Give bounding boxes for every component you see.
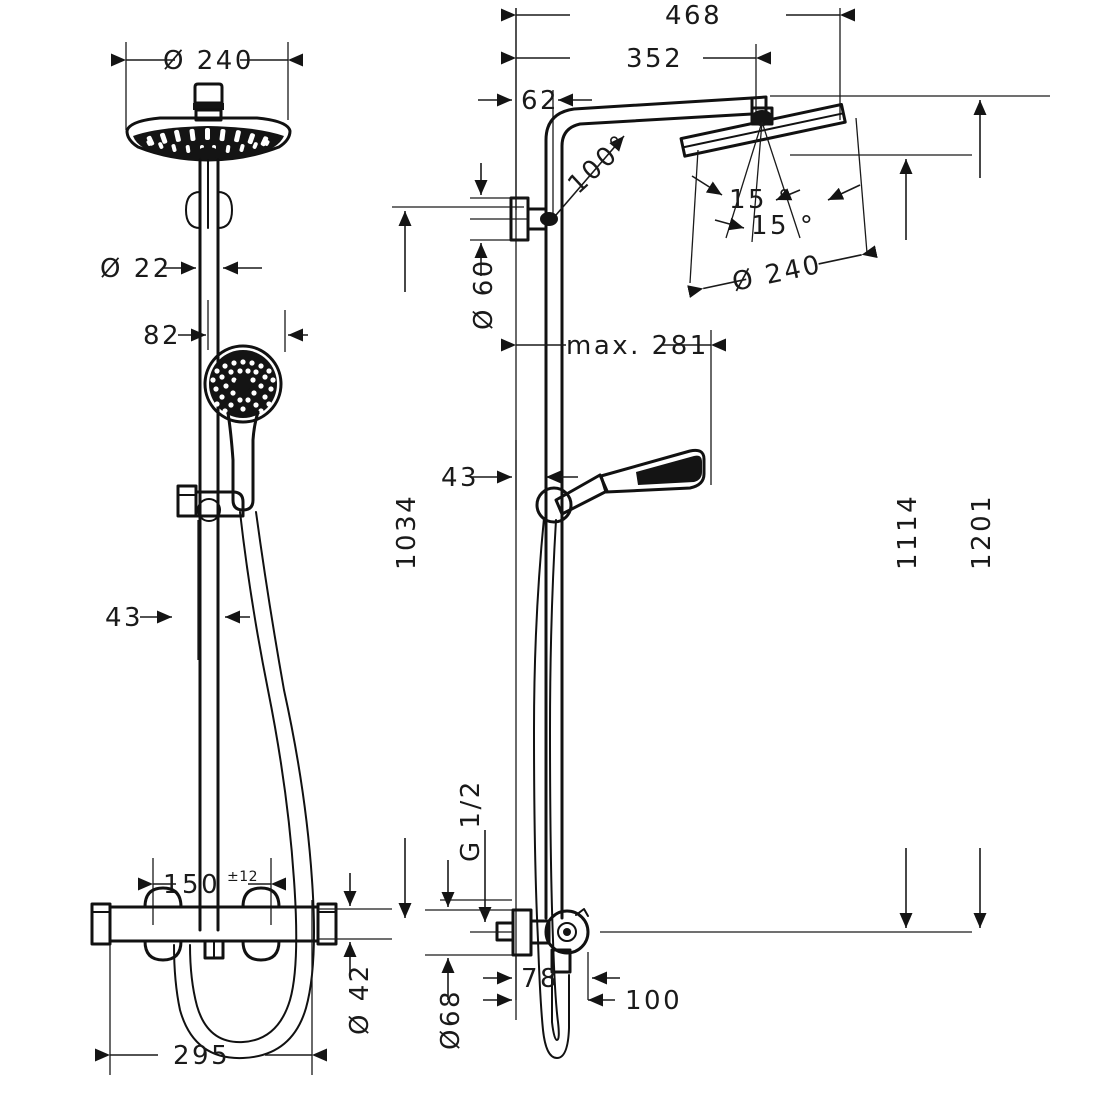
- shower-hose-front: [173, 511, 315, 1060]
- thermostat-valve-side: [470, 908, 590, 974]
- riser-pipe-front: [185, 158, 233, 932]
- dim-label-valve-depth-side: 78: [521, 964, 559, 994]
- dim-wallplate-offset-side: 62: [478, 86, 592, 215]
- dim-valve-centers-front: 150 ±12: [138, 858, 286, 925]
- handshower-front: [203, 344, 283, 512]
- dim-label-riser-diameter-front: Ø 22: [100, 254, 172, 284]
- dim-label-bracket-offset-front: 43: [105, 603, 143, 633]
- dim-label-arm-height-side: 1114: [893, 494, 923, 570]
- dim-label-valve-diameter-front: Ø 42: [345, 963, 375, 1035]
- dim-handshower-offset-front: 82: [143, 300, 308, 352]
- dim-valve-diameter-front: Ø 42: [318, 873, 392, 1035]
- dim-handshower-max-reach-side: max. 281: [501, 330, 726, 485]
- dim-label-overall-depth-front: 295: [173, 1041, 230, 1071]
- dim-hose-outlet-offset-side: 100: [483, 986, 682, 1016]
- dim-label-escutcheon-diameter-side: Ø68: [436, 989, 466, 1050]
- dim-label-elbow-angle-side: 100°: [562, 129, 636, 200]
- dim-arm-height-side: 1114: [600, 154, 972, 933]
- dim-bracket-offset-front: 43: [105, 520, 250, 660]
- dim-overall-height-side: 1201: [770, 95, 1050, 928]
- dim-escutcheon-diameter-side: Ø68: [425, 860, 512, 1050]
- dim-label-wallplate-offset-side: 62: [521, 86, 559, 116]
- dim-label-handshower-offset-front: 82: [143, 321, 181, 351]
- handshower-side: [535, 448, 706, 524]
- overhead-shower-side: [679, 103, 847, 158]
- dim-label-arm-reach-side: 352: [626, 44, 683, 74]
- dim-label-valve-centers-front: 150: [163, 870, 220, 900]
- dim-valve-depth-side: 78: [483, 952, 620, 1000]
- dim-label-bracket-offset-side: 43: [441, 463, 479, 493]
- shower-hose-side: [533, 517, 570, 1059]
- dim-label-riser-height-side: 1034: [392, 494, 422, 570]
- handshower-bracket-front: [176, 484, 245, 522]
- overhead-shower-front: [125, 82, 292, 162]
- dim-riser-diameter-front: Ø 22: [100, 254, 262, 284]
- dim-label-overall-height-side: 1201: [967, 494, 997, 570]
- dim-wallplate-diameter-side: Ø 60: [469, 163, 528, 330]
- dim-label-total-reach-side: 468: [665, 1, 722, 31]
- dim-label-valve-centers-tolerance: ±12: [227, 869, 258, 885]
- front-elevation-view: Ø 240: [90, 42, 392, 1075]
- dim-label-thread-spec-side: G 1/2: [456, 779, 486, 862]
- dim-bracket-offset-side: 43: [441, 440, 578, 510]
- annotation-thread-spec-side: G 1/2: [440, 779, 512, 922]
- dim-overhead-diameter-front: Ø 240: [111, 42, 303, 130]
- dim-label-wallplate-diameter-side: Ø 60: [469, 258, 499, 330]
- dim-riser-height-side: 1034: [392, 206, 524, 918]
- dim-label-overhead-diameter-front: Ø 240: [163, 46, 254, 76]
- annotation-elbow-angle-side: 100°: [555, 129, 636, 216]
- dim-label-spray-angle-right: 15 °: [751, 211, 815, 241]
- dim-label-overhead-diameter-side: Ø 240: [730, 250, 825, 298]
- side-elevation-view: 468 352 62: [392, 1, 1050, 1059]
- thermostat-valve-front: [90, 886, 338, 962]
- dim-overall-depth-front: 295: [95, 900, 327, 1075]
- dim-overhead-diameter-side: Ø 240 15 ° 15 °: [687, 117, 878, 298]
- dim-label-hose-outlet-offset-side: 100: [625, 986, 682, 1016]
- dim-label-handshower-max-reach-side: max. 281: [566, 331, 709, 361]
